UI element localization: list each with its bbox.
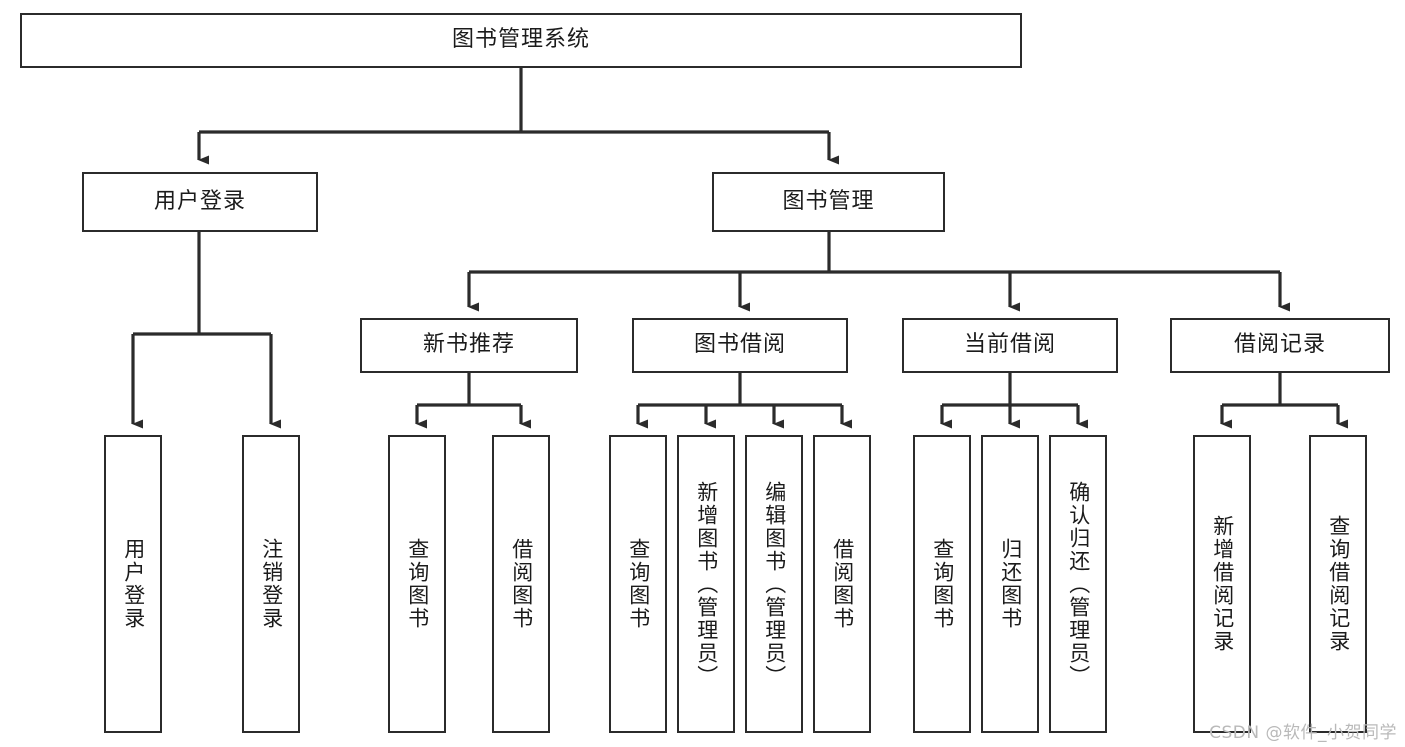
node-current-borrow-label: 当前借阅 — [963, 332, 1056, 358]
node-root[interactable]: 图书管理系统 — [20, 13, 1022, 68]
node-leaf-query-record[interactable]: 查询借阅记录 — [1309, 435, 1367, 733]
node-borrow-record[interactable]: 借阅记录 — [1170, 318, 1390, 373]
node-book-borrow[interactable]: 图书借阅 — [632, 318, 848, 373]
node-leaf-add-record-label: 新增借阅记录 — [1210, 515, 1235, 653]
node-leaf-logout-login[interactable]: 注销登录 — [242, 435, 300, 733]
node-user-login[interactable]: 用户登录 — [82, 172, 318, 232]
node-leaf-add-book[interactable]: 新增图书（管理员） — [677, 435, 735, 733]
node-leaf-confirm-return-label: 确认归还（管理员） — [1066, 480, 1091, 688]
node-leaf-add-book-label: 新增图书（管理员） — [694, 480, 719, 688]
node-leaf-user-login-label: 用户登录 — [121, 538, 146, 630]
watermark: CSDN @软件_小贺同学 — [1209, 723, 1397, 743]
node-root-label: 图书管理系统 — [451, 27, 590, 53]
node-leaf-add-record[interactable]: 新增借阅记录 — [1193, 435, 1251, 733]
node-current-borrow[interactable]: 当前借阅 — [902, 318, 1118, 373]
node-leaf-return-book[interactable]: 归还图书 — [981, 435, 1039, 733]
node-book-borrow-label: 图书借阅 — [693, 332, 786, 358]
node-leaf-query-book-1[interactable]: 查询图书 — [388, 435, 446, 733]
node-user-login-label: 用户登录 — [153, 188, 246, 214]
node-leaf-edit-book-label: 编辑图书（管理员） — [762, 480, 787, 688]
node-leaf-borrow-book-1[interactable]: 借阅图书 — [492, 435, 550, 733]
node-leaf-borrow-book-1-label: 借阅图书 — [509, 538, 534, 630]
node-new-book-recommend[interactable]: 新书推荐 — [360, 318, 578, 373]
node-leaf-query-book-3-label: 查询图书 — [930, 538, 955, 630]
node-leaf-return-book-label: 归还图书 — [998, 538, 1023, 630]
node-borrow-record-label: 借阅记录 — [1233, 332, 1326, 358]
node-leaf-query-book-2[interactable]: 查询图书 — [609, 435, 667, 733]
node-book-manage-label: 图书管理 — [782, 188, 875, 214]
node-leaf-user-login[interactable]: 用户登录 — [104, 435, 162, 733]
node-leaf-query-book-1-label: 查询图书 — [405, 538, 430, 630]
node-leaf-borrow-book-2-label: 借阅图书 — [830, 538, 855, 630]
node-new-book-recommend-label: 新书推荐 — [422, 332, 515, 358]
node-leaf-query-record-label: 查询借阅记录 — [1326, 515, 1351, 653]
node-leaf-query-book-2-label: 查询图书 — [626, 538, 651, 630]
node-leaf-confirm-return[interactable]: 确认归还（管理员） — [1049, 435, 1107, 733]
node-leaf-query-book-3[interactable]: 查询图书 — [913, 435, 971, 733]
node-book-manage[interactable]: 图书管理 — [712, 172, 945, 232]
node-leaf-logout-login-label: 注销登录 — [259, 538, 284, 630]
node-leaf-borrow-book-2[interactable]: 借阅图书 — [813, 435, 871, 733]
node-leaf-edit-book[interactable]: 编辑图书（管理员） — [745, 435, 803, 733]
